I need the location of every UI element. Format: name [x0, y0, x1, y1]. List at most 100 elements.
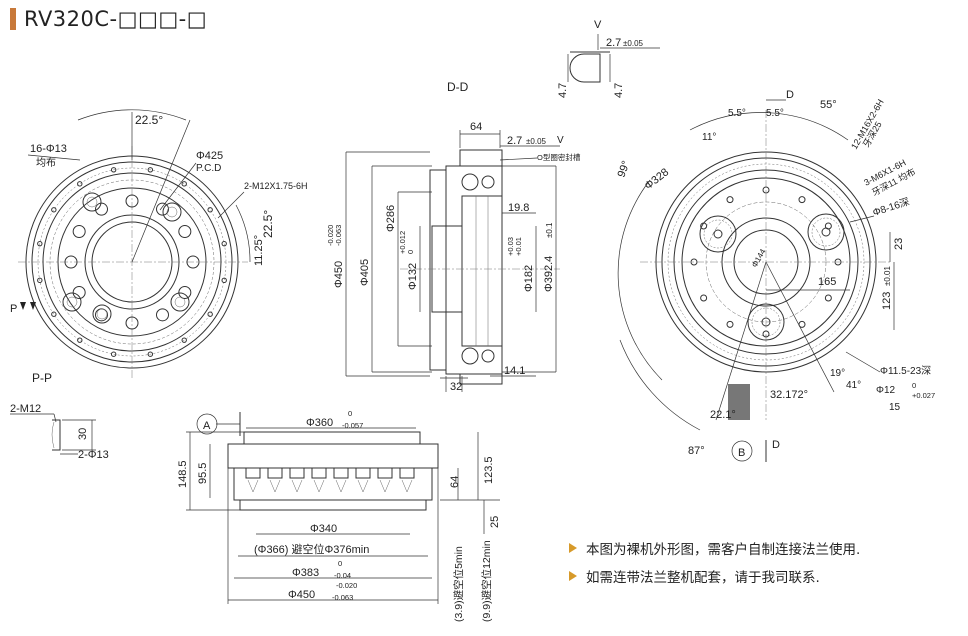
front-b-label: B — [738, 447, 745, 459]
a-dim-340: Φ340 — [310, 523, 337, 535]
dd-dim-32: 32 — [450, 381, 462, 393]
front-dim-23: 23 — [893, 238, 905, 250]
front-hole-12-tol-dn: +0.027 — [912, 391, 935, 400]
dd-dim-182: Φ182 — [523, 265, 535, 292]
front-ang-5-5a: 5.5° — [728, 108, 746, 119]
front-dim-123: 123 — [881, 292, 893, 310]
view-a: A Φ360 0 -0.057 148.5 95.5 64 123.5 25 Φ… — [177, 409, 501, 622]
note-bullet-icon — [569, 571, 577, 581]
note-text: 本图为裸机外形图，需客户自制连接法兰使用. — [586, 542, 861, 558]
front-ang-5-5b: 5.5° — [766, 108, 784, 119]
a-dim-450: Φ450 — [288, 589, 315, 601]
a-dim-123-5: 123.5 — [483, 456, 495, 484]
drawing-title: RV320C-□□□-□ — [24, 7, 208, 31]
dd-dim-286: Φ286 — [385, 205, 397, 232]
front-dim-165: 165 — [818, 276, 836, 288]
dd-view-label: D-D — [447, 80, 469, 94]
a-clear-5: (3.9)避空位5min — [452, 546, 465, 622]
view-dd: D-D 64 2.7 ±0.05 V O型圈密封槽 19.8 Φ450 -0.0… — [326, 80, 581, 393]
title-bar: RV320C-□□□-□ — [10, 6, 207, 32]
a-dim-25: 25 — [489, 516, 501, 528]
dd-dim-392-tol: ±0.1 — [545, 222, 554, 238]
pp-pcd: Φ425 — [196, 150, 223, 162]
v-dim-2-7-tol: ±0.05 — [623, 39, 644, 48]
a-dim-450-tol-up: -0.020 — [336, 581, 357, 590]
note-text: 如需连带法兰整机配套，请于我司联系. — [586, 570, 820, 586]
pp-bolt-holes: 16-Φ13 — [30, 143, 67, 155]
a-dim-383-tol-dn: -0.04 — [334, 571, 351, 580]
pp-pcd-sub: P.C.D — [196, 163, 221, 174]
pp-bolt-holes-sub: 均布 — [36, 157, 56, 169]
dd-dim-2-7: 2.7 — [507, 135, 522, 147]
dd-dim-405: Φ405 — [359, 259, 371, 286]
a-dim-366: (Φ366) 避空位Φ376min — [254, 542, 369, 556]
front-d-label-top: D — [786, 89, 794, 101]
title-accent — [10, 8, 16, 30]
a-dim-360: Φ360 — [306, 417, 333, 429]
front-b-circle — [731, 440, 753, 462]
front-dim-123-tol: ±0.01 — [883, 265, 892, 286]
dd-dim-64: 64 — [470, 121, 482, 133]
planet-gears — [690, 186, 845, 341]
note-item: 如需连带法兰整机配套，请于我司联系. — [569, 562, 959, 590]
a-dim-360-tol-up: 0 — [348, 409, 352, 418]
front-dim-328: Φ328 — [642, 166, 671, 192]
front-keyway-marker — [728, 384, 750, 420]
dd-dim-450-tol-dn: -0.063 — [334, 225, 343, 246]
front-ang-22-1: 22.1° — [710, 409, 736, 421]
a-clear-12: (9.9)避空位12min — [480, 540, 493, 622]
front-ang-55: 55° — [820, 99, 837, 111]
v-label: V — [594, 19, 602, 31]
a-label: A — [203, 420, 211, 432]
note-item: 本图为裸机外形图，需客户自制连接法兰使用. — [569, 534, 959, 562]
pp-section-p: P — [10, 303, 17, 315]
pp-angle-22-5-b: 22.5° — [261, 210, 275, 238]
dd-dim-182-tol-up: +0.03 — [506, 237, 515, 256]
dd-v-label: V — [557, 135, 564, 146]
dd-dim-2-7-tol: ±0.05 — [526, 137, 547, 146]
dd-dim-14-1: 14.1 — [504, 365, 525, 377]
a-dim-148-5: 148.5 — [177, 460, 189, 488]
m12-depth: 30 — [77, 428, 89, 440]
v-dim-4-7-b: 4.7 — [613, 83, 625, 98]
dd-dim-132-tol-dn: 0 — [406, 250, 415, 254]
front-hole-15: 15 — [889, 402, 901, 413]
front-ang-19: 19° — [830, 368, 845, 379]
dd-dim-182-tol-dn: +0.01 — [514, 237, 523, 256]
bolt-hole-pattern — [37, 167, 227, 357]
a-dim-64: 64 — [449, 476, 461, 488]
detail-v: V 2.7 ±0.05 4.7 4.7 — [557, 19, 660, 98]
a-dim-450-tol-dn: -0.063 — [332, 593, 353, 602]
front-ang-87: 87° — [688, 445, 705, 457]
view-front: D D B 55° 5.5° 5.5° 11° 99° 87° 19° 41° … — [616, 89, 935, 462]
notes-list: 本图为裸机外形图，需客户自制连接法兰使用. 如需连带法兰整机配套，请于我司联系. — [569, 534, 959, 590]
front-ang-32-172: 32.172° — [770, 389, 808, 401]
a-dim-383-tol-up: 0 — [338, 559, 342, 568]
view-pp: 22.5° 16-Φ13 均布 Φ425 P.C.D 2-M12X1.75-6H… — [10, 109, 308, 385]
a-dim-360-tol-dn: -0.057 — [342, 421, 363, 430]
note-bullet-icon — [569, 543, 577, 553]
v-dim-4-7-a: 4.7 — [557, 83, 569, 98]
m12-thread: 2-M12 — [10, 403, 41, 415]
front-ang-11: 11° — [702, 132, 716, 143]
front-d-label-bottom: D — [772, 439, 780, 451]
front-pin-holes: Φ8-16深 — [871, 196, 911, 219]
front-ang-41: 41° — [846, 380, 861, 391]
front-ang-99: 99° — [616, 159, 633, 179]
detail-m12: 2-M12 30 2-Φ13 — [10, 403, 109, 461]
a-dim-95-5: 95.5 — [197, 463, 209, 484]
front-hole-12: Φ12 — [876, 385, 896, 396]
pp-view-label: P-P — [32, 371, 52, 385]
dd-seal-label: O型圈密封槽 — [537, 152, 581, 162]
v-dim-2-7: 2.7 — [606, 37, 621, 49]
m12-hole: 2-Φ13 — [78, 449, 109, 461]
dd-dim-132: Φ132 — [407, 263, 419, 290]
pp-angle-22-5: 22.5° — [135, 113, 163, 127]
dd-dim-450: Φ450 — [333, 261, 345, 288]
gear-teeth-profile — [245, 468, 415, 493]
front-hole-11-5: Φ11.5-23深 — [880, 365, 931, 377]
pp-dim-11-25: 11.25° — [253, 235, 265, 266]
front-hole-12-tol-up: 0 — [912, 381, 916, 390]
dd-dim-132-tol-up: +0.012 — [398, 231, 407, 254]
